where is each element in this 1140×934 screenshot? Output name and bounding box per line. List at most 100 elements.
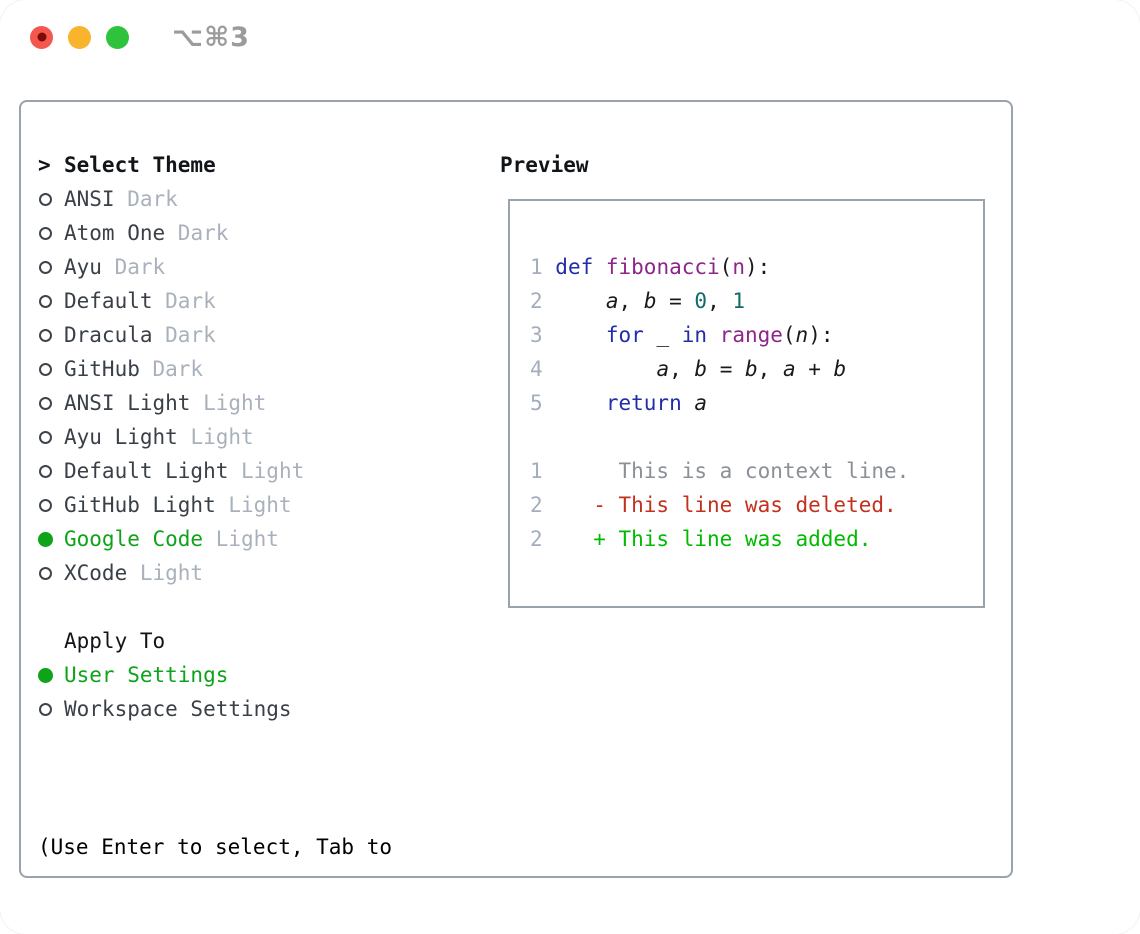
item-label: Ayu: [64, 255, 102, 279]
prompt-marker: >: [38, 153, 64, 177]
select-theme-title: Select Theme: [64, 153, 216, 177]
code-token-plain: [543, 391, 606, 415]
radio-circle: [38, 531, 53, 547]
close-button[interactable]: [30, 25, 53, 49]
code-line: 5 return a: [530, 386, 909, 420]
theme-item[interactable]: ANSI Light Light: [38, 386, 304, 420]
apply-to-item[interactable]: Workspace Settings: [38, 692, 304, 726]
theme-item[interactable]: Ayu Light Light: [38, 420, 304, 454]
radio-circle: [39, 328, 52, 342]
code-token-plain: [543, 357, 657, 381]
code-token-plain: b: [643, 289, 657, 313]
code-token-fn: fibonacci: [605, 255, 720, 279]
code-token-plain: (: [719, 255, 733, 279]
item-variant-label: Light: [190, 391, 267, 415]
item-label: GitHub: [64, 357, 140, 381]
item-variant-label: Dark: [101, 255, 166, 279]
line-number: 2: [530, 289, 543, 313]
code-token-lit: 0: [694, 289, 708, 313]
code-token-plain: ,: [669, 357, 695, 381]
code-line: 3 for _ in range(n):: [530, 318, 909, 352]
apply-to-item[interactable]: User Settings: [38, 658, 304, 692]
radio-icon: [38, 396, 64, 410]
item-variant-label: Dark: [139, 357, 204, 381]
zoom-button[interactable]: [106, 25, 129, 49]
minimize-button[interactable]: [68, 25, 91, 49]
item-variant-label: Light: [215, 493, 292, 517]
prompt-icon: >: [38, 153, 51, 177]
item-variant-label: Dark: [152, 323, 216, 347]
radio-circle: [39, 260, 52, 274]
radio-icon: [38, 226, 64, 240]
theme-item[interactable]: Dracula Dark: [38, 318, 304, 352]
theme-item[interactable]: Atom One Dark: [38, 216, 304, 250]
code-token-del: - This line was deleted.: [593, 493, 897, 517]
code-token-plain: ):: [808, 323, 834, 347]
code-token-plain: b: [833, 357, 847, 381]
line-number: 2: [530, 493, 543, 517]
code-token-plain: =: [656, 289, 695, 313]
radio-icon: [38, 260, 64, 274]
theme-item[interactable]: Google Code Light: [38, 522, 304, 556]
code-line: 2 + This line was added.: [530, 522, 909, 556]
preview-title: Preview: [500, 153, 589, 177]
code-token-plain: ,: [618, 289, 644, 313]
item-label: Google Code: [64, 527, 204, 551]
item-variant-label: Light: [177, 425, 254, 449]
theme-item[interactable]: Default Dark: [38, 284, 304, 318]
theme-item[interactable]: Ayu Dark: [38, 250, 304, 284]
item-variant-label: Light: [203, 527, 279, 551]
code-token-fn: range: [719, 323, 783, 347]
code-token-kw: for: [605, 323, 657, 347]
radio-circle: [39, 430, 52, 444]
radio-circle: [39, 464, 52, 478]
code-token-plain: b: [694, 357, 708, 381]
radio-circle: [39, 362, 52, 376]
item-label: ANSI Light: [64, 391, 191, 415]
line-number: 5: [530, 391, 543, 415]
code-token-plain: ,: [757, 357, 783, 381]
item-variant-label: Dark: [152, 289, 216, 313]
titlebar: ⌥⌘3: [30, 22, 250, 53]
radio-circle: [39, 192, 52, 206]
item-label: ANSI: [64, 187, 115, 211]
theme-item[interactable]: GitHub Dark: [38, 352, 304, 386]
item-label: XCode: [64, 561, 128, 585]
code-token-ctx: This is a context line.: [542, 459, 910, 483]
theme-item[interactable]: GitHub Light Light: [38, 488, 304, 522]
code-token-plain: [543, 289, 606, 313]
code-token-plain: a: [605, 289, 619, 313]
radio-circle: [39, 702, 52, 716]
radio-icon: [38, 294, 64, 308]
line-number: 2: [530, 527, 543, 551]
item-variant-label: Light: [228, 459, 305, 483]
code-token-plain: [543, 527, 594, 551]
theme-item[interactable]: ANSI Dark: [38, 182, 304, 216]
code-token-plain: b: [744, 357, 758, 381]
code-token-plain: [543, 255, 556, 279]
apply-to-title: Apply To: [64, 629, 166, 653]
radio-circle: [38, 667, 53, 683]
code-token-plain: +: [795, 357, 834, 381]
item-label: Dracula: [64, 323, 153, 347]
radio-icon: [38, 464, 64, 478]
radio-icon: [38, 328, 64, 342]
code-token-lit: 1: [732, 289, 746, 313]
code-token-kw: in: [681, 323, 720, 347]
radio-circle: [39, 294, 52, 308]
code-token-plain: [543, 493, 594, 517]
radio-icon: [38, 566, 64, 580]
code-line: 2 a, b = 0, 1: [530, 284, 909, 318]
theme-item[interactable]: XCode Light: [38, 556, 304, 590]
code-token-plain: ,: [707, 289, 733, 313]
theme-item[interactable]: Default Light Light: [38, 454, 304, 488]
code-token-plain: (: [782, 323, 796, 347]
item-label: User Settings: [64, 663, 229, 687]
code-token-plain: a: [656, 357, 670, 381]
